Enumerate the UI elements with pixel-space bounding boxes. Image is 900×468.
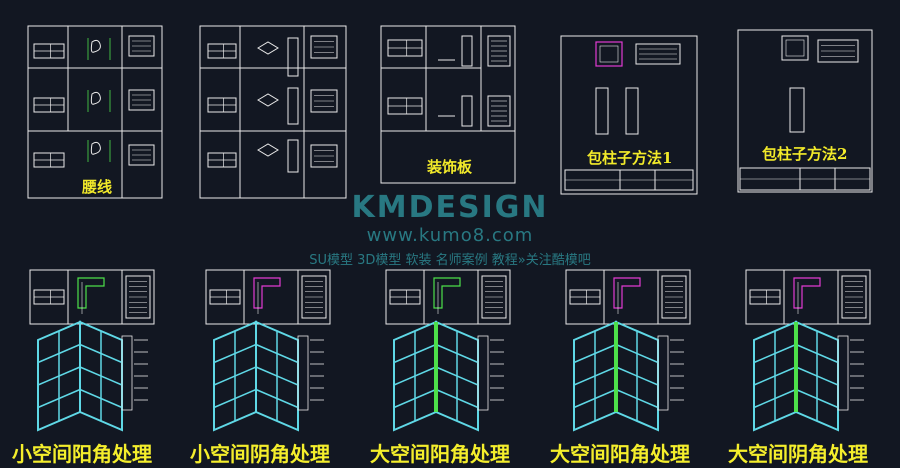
sheet-waistline-2[interactable] [199, 25, 347, 199]
bottom-sheet-2[interactable] [205, 269, 331, 432]
sheet-column-method-2[interactable] [737, 29, 873, 193]
caption-waistline: 腰线 [82, 178, 113, 196]
bottom-sheets [29, 269, 871, 432]
bottom-sheet-5[interactable] [745, 269, 871, 432]
caption-bottom-4: 大空间阳角处理 [550, 442, 690, 466]
bottom-sheet-4[interactable] [565, 269, 691, 432]
bottom-sheet-1[interactable] [29, 269, 155, 432]
caption-decor-board: 装饰板 [427, 158, 473, 176]
watermark-brand: KMDESIGN [351, 190, 549, 225]
caption-bottom-3: 大空间阳角处理 [370, 442, 510, 466]
sheet-column-method-1[interactable] [560, 35, 698, 195]
caption-column-method-1: 包柱子方法1 [587, 149, 673, 167]
sheet-waistline[interactable] [27, 25, 163, 199]
caption-bottom-1: 小空间阳角处理 [12, 442, 152, 466]
caption-bottom-2: 小空间阴角处理 [190, 442, 330, 466]
caption-bottom-5: 大空间阴角处理 [728, 442, 868, 466]
bottom-sheet-3[interactable] [385, 269, 511, 432]
caption-column-method-2: 包柱子方法2 [762, 145, 848, 163]
watermark-url: www.kumo8.com [366, 225, 534, 246]
watermark-tagline: SU模型 3D模型 软装 名师案例 教程»关注酷模吧 [309, 253, 591, 268]
sheet-decor-board[interactable] [380, 25, 516, 184]
